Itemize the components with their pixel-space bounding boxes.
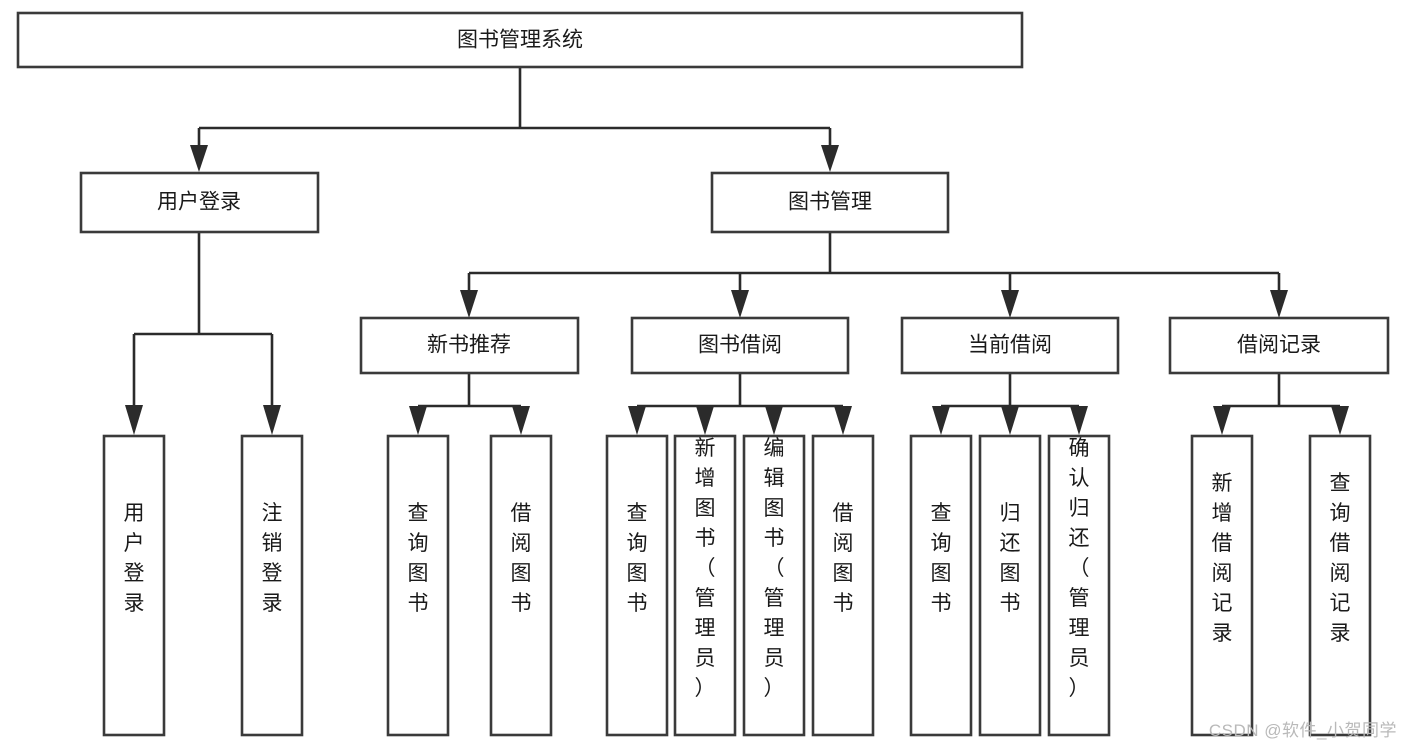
node-root-label: 图书管理系统	[457, 29, 583, 52]
leaf-user-login-1[interactable]: 用户登录	[102, 434, 166, 737]
arrow-head-leaf-new-book-2	[512, 406, 530, 435]
arrow-head-leaf-book-borrow-2	[696, 406, 714, 435]
node-current-borrow[interactable]: 当前借阅	[900, 316, 1120, 375]
leaf-book-borrow-1-label: 查询图书	[627, 502, 648, 615]
node-borrow-record[interactable]: 借阅记录	[1168, 316, 1390, 375]
arrow-head-leaf-new-book-1	[409, 406, 427, 435]
leaf-borrow-record-2[interactable]: 查询借阅记录	[1308, 434, 1372, 737]
node-user-login-box[interactable]	[79, 171, 320, 234]
node-book-management-box[interactable]	[710, 171, 950, 234]
leaf-current-borrow-1-label: 查询图书	[931, 502, 952, 615]
leaf-new-book-1-box[interactable]	[386, 434, 450, 737]
node-current-borrow-box[interactable]	[900, 316, 1120, 375]
node-user-login-label: 用户登录	[157, 191, 241, 214]
arrow-head-book-mgmt	[821, 145, 839, 172]
node-new-book-recommend[interactable]: 新书推荐	[359, 316, 580, 375]
leaf-new-book-2-label: 借阅图书	[511, 502, 532, 615]
node-book-borrow[interactable]: 图书借阅	[630, 316, 850, 375]
leaf-book-borrow-4[interactable]: 借阅图书	[811, 434, 875, 737]
node-book-management-label: 图书管理	[788, 191, 872, 214]
arrow-head-book-borrow	[731, 290, 749, 318]
leaf-user-login-2-label: 注销登录	[262, 502, 283, 615]
arrow-head-leaf-borrow-record-2	[1331, 406, 1349, 435]
node-borrow-record-box[interactable]	[1168, 316, 1390, 375]
arrow-head-new-book	[460, 290, 478, 318]
node-user-login[interactable]: 用户登录	[79, 171, 320, 234]
arrow-head-current-borrow	[1001, 290, 1019, 318]
arrow-head-leaf-borrow-record-1	[1213, 406, 1231, 435]
connector-layer	[125, 67, 1349, 435]
leaf-user-login-2[interactable]: 注销登录	[240, 434, 304, 737]
node-root[interactable]: 图书管理系统	[16, 11, 1024, 69]
arrow-head-leaf-book-borrow-3	[765, 406, 783, 435]
leaf-borrow-record-2-label: 查询借阅记录	[1330, 472, 1351, 645]
arrow-head-leaf-current-borrow-1	[932, 406, 950, 435]
leaf-book-borrow-4-label: 借阅图书	[833, 502, 854, 615]
node-book-management[interactable]: 图书管理	[710, 171, 950, 234]
leaf-book-borrow-4-box[interactable]	[811, 434, 875, 737]
leaf-book-borrow-2[interactable]: 新增图书（管理员）	[673, 434, 737, 737]
leaf-new-book-1[interactable]: 查询图书	[386, 434, 450, 737]
leaf-current-borrow-3-box[interactable]	[1047, 434, 1111, 737]
leaf-current-borrow-1[interactable]: 查询图书	[909, 434, 973, 737]
leaf-new-book-1-label: 查询图书	[408, 502, 429, 615]
node-borrow-record-label: 借阅记录	[1237, 334, 1321, 357]
leaf-new-book-2[interactable]: 借阅图书	[489, 434, 553, 737]
node-book-borrow-box[interactable]	[630, 316, 850, 375]
leaf-user-login-2-box[interactable]	[240, 434, 304, 737]
leaf-book-borrow-1-box[interactable]	[605, 434, 669, 737]
node-new-book-recommend-label: 新书推荐	[427, 334, 511, 357]
leaf-book-borrow-3-label: 编辑图书（管理员）	[764, 437, 785, 700]
arrow-head-leaf-book-borrow-1	[628, 406, 646, 435]
leaf-borrow-record-1-label: 新增借阅记录	[1212, 472, 1233, 645]
arrow-head-borrow-record	[1270, 290, 1288, 318]
leaf-current-borrow-3[interactable]: 确认归还（管理员）	[1047, 434, 1111, 737]
leaf-borrow-record-1[interactable]: 新增借阅记录	[1190, 434, 1254, 737]
node-book-borrow-label: 图书借阅	[698, 334, 782, 357]
arrow-head-leaf-current-borrow-2	[1001, 406, 1019, 435]
leaf-user-login-1-label: 用户登录	[124, 502, 145, 615]
leaf-book-borrow-1[interactable]: 查询图书	[605, 434, 669, 737]
node-root-box[interactable]	[16, 11, 1024, 69]
node-new-book-recommend-box[interactable]	[359, 316, 580, 375]
leaf-current-borrow-3-label: 确认归还（管理员）	[1069, 437, 1090, 700]
leaf-book-borrow-3-box[interactable]	[742, 434, 806, 737]
leaf-user-login-1-box[interactable]	[102, 434, 166, 737]
arrow-head-user-login	[190, 145, 208, 172]
arrow-head-leaf-current-borrow-3	[1070, 406, 1088, 435]
node-current-borrow-label: 当前借阅	[968, 334, 1052, 357]
arrow-head-leaf-book-borrow-4	[834, 406, 852, 435]
leaf-borrow-record-1-box[interactable]	[1190, 434, 1254, 737]
leaf-book-borrow-3[interactable]: 编辑图书（管理员）	[742, 434, 806, 737]
leaf-new-book-2-box[interactable]	[489, 434, 553, 737]
leaf-current-borrow-1-box[interactable]	[909, 434, 973, 737]
leaf-current-borrow-2-box[interactable]	[978, 434, 1042, 737]
leaf-current-borrow-2-label: 归还图书	[1000, 502, 1021, 615]
leaf-borrow-record-2-box[interactable]	[1308, 434, 1372, 737]
arrow-head-leaf-user-login-1	[125, 405, 143, 435]
arrow-head-leaf-user-login-2	[263, 405, 281, 435]
leaf-book-borrow-2-label: 新增图书（管理员）	[695, 437, 716, 700]
leaf-book-borrow-2-box[interactable]	[673, 434, 737, 737]
leaf-current-borrow-2[interactable]: 归还图书	[978, 434, 1042, 737]
